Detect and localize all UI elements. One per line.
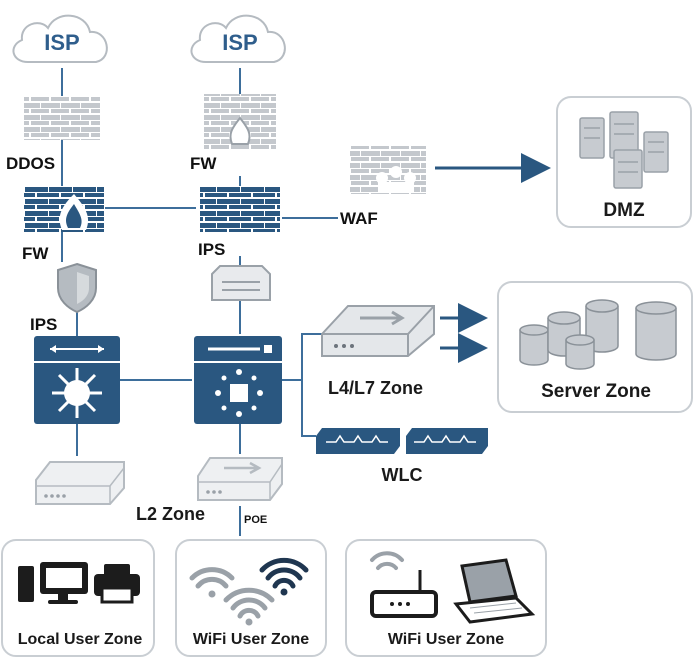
printer-icon — [94, 564, 140, 604]
access-switch-icon — [197, 457, 283, 501]
wifi-icon — [189, 557, 309, 626]
cloud-icon: ISP — [12, 14, 108, 63]
access-switch-icon — [35, 461, 125, 505]
cloud-icon: ISP — [190, 14, 286, 63]
wlc-label: WLC — [382, 465, 423, 485]
server-icon — [579, 111, 669, 189]
ddos-label: DDOS — [6, 154, 55, 173]
desktop-icon — [18, 562, 88, 604]
wireless-router-icon — [370, 570, 438, 618]
laptop-icon — [453, 558, 536, 624]
isp-label-right: ISP — [222, 30, 257, 55]
core-switch-icon — [34, 336, 120, 424]
core-switch-icon — [194, 336, 282, 424]
isp-label-left: ISP — [44, 30, 79, 55]
local-user-zone-label: Local User Zone — [18, 631, 143, 648]
l2-zone-label: L2 Zone — [136, 504, 205, 524]
l4l7-zone-label: L4/L7 Zone — [328, 378, 423, 398]
dmz-label: DMZ — [603, 200, 645, 221]
fw-left-label: FW — [22, 244, 49, 263]
wifi-user-zone-1-label: WiFi User Zone — [193, 631, 309, 648]
database-icon — [519, 299, 677, 370]
poe-label: POE — [244, 514, 267, 526]
load-balancer-icon — [321, 305, 435, 357]
ips-right-label: IPS — [198, 240, 225, 259]
firewall-flame-icon — [204, 94, 276, 150]
waf-label: WAF — [340, 209, 378, 228]
firewall-brick-icon — [200, 186, 280, 232]
router-icon — [211, 265, 271, 301]
server-zone-label: Server Zone — [541, 381, 651, 402]
arrows — [435, 153, 551, 363]
wifi-icon — [370, 551, 404, 570]
waf-icon — [350, 146, 426, 194]
wireless-controller-icon — [316, 428, 488, 454]
fw-right-label: FW — [190, 154, 217, 173]
firewall-flame-icon — [24, 186, 104, 232]
connection-lines — [61, 68, 338, 536]
firewall-brick-icon — [24, 96, 100, 140]
wifi-user-zone-2-label: WiFi User Zone — [388, 631, 504, 648]
ips-left-label: IPS — [30, 315, 57, 334]
